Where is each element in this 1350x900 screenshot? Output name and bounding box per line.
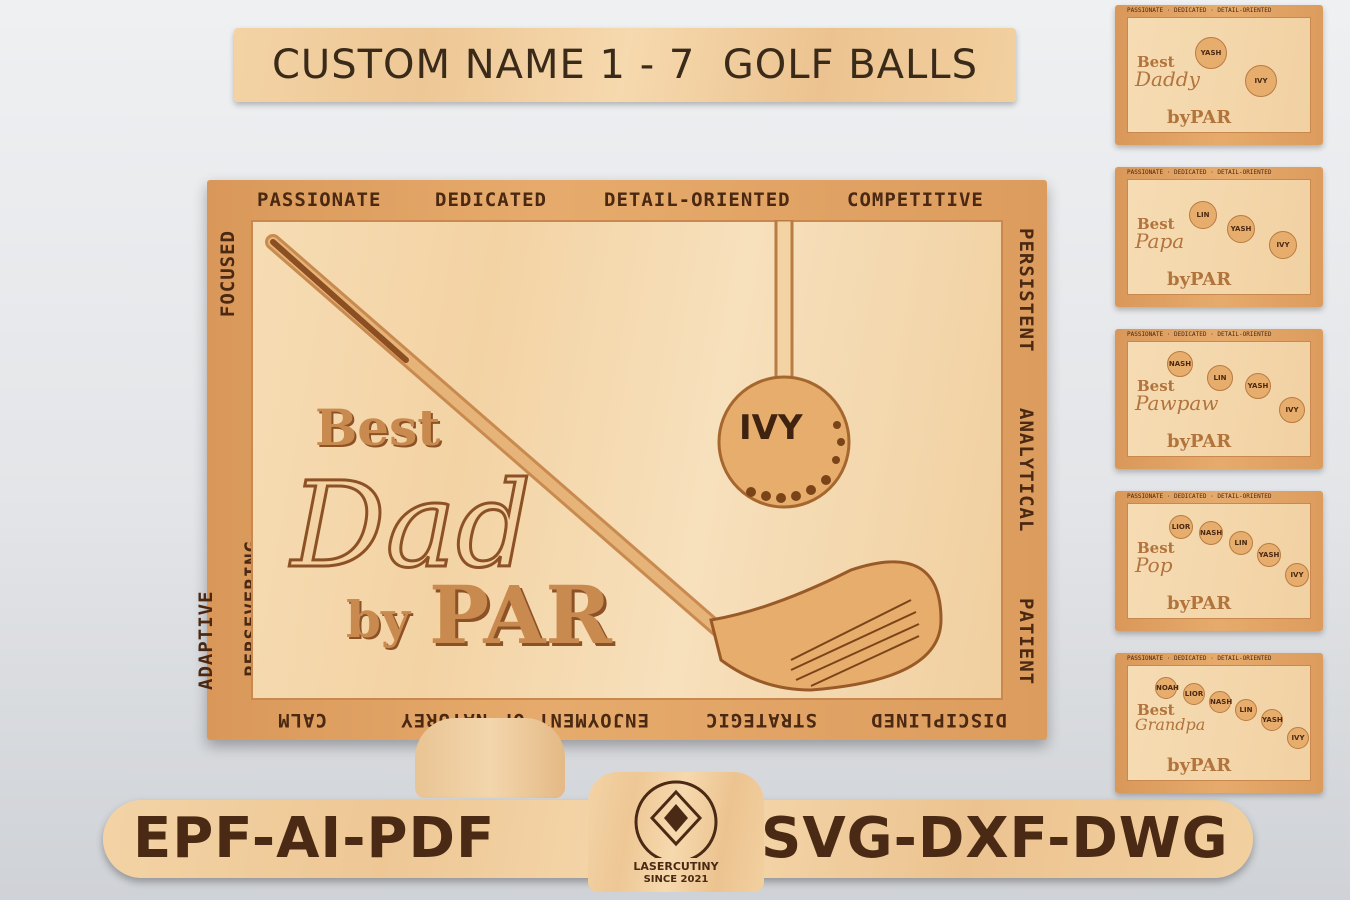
- thumb-best: Best: [1137, 53, 1175, 71]
- diamond-logo-icon: [634, 780, 718, 858]
- thumb-ball: IVY: [1245, 65, 1277, 97]
- bottom-border: DISCIPLINED STRATEGIC ENJOYMENT OF NATUR…: [207, 700, 1047, 740]
- thumb-par: byPAR: [1167, 107, 1232, 128]
- thumb-ball: IVY: [1279, 397, 1305, 423]
- thumb-best: Best: [1137, 215, 1175, 233]
- thumb-ball: NASH: [1167, 351, 1193, 377]
- thumb-name: Pop: [1135, 553, 1173, 577]
- thumbnail-papa[interactable]: PASSIONATE · DEDICATED · DETAIL-ORIENTED…: [1115, 167, 1323, 307]
- thumb-ball: LIOR: [1183, 683, 1205, 705]
- word-analytical: ANALYTICAL: [1015, 408, 1037, 533]
- word-dedicated: DEDICATED: [435, 189, 547, 211]
- ball-name: IVY: [739, 408, 803, 448]
- word-adaptive: ADAPTIVE: [195, 590, 217, 690]
- word-calm: CALM: [277, 709, 327, 731]
- thumbnail-pawpaw[interactable]: PASSIONATE · DEDICATED · DETAIL-ORIENTED…: [1115, 329, 1323, 469]
- word-focused: FOCUSED: [217, 230, 239, 318]
- thumb-par: byPAR: [1167, 431, 1232, 452]
- thumb-best: Best: [1137, 539, 1175, 557]
- by-text: by: [346, 590, 411, 649]
- thumb-top-words: PASSIONATE · DEDICATED · DETAIL-ORIENTED: [1127, 493, 1272, 500]
- thumb-ball: YASH: [1227, 215, 1255, 243]
- thumb-par: byPAR: [1167, 269, 1232, 290]
- banner-title: CUSTOM NAME 1 - 7 GOLF BALLS: [272, 42, 978, 88]
- word-strategic: STRATEGIC: [705, 709, 817, 731]
- word-persistent: PERSISTENT: [1015, 228, 1037, 353]
- thumb-ball: LIN: [1229, 531, 1253, 555]
- thumb-top-words: PASSIONATE · DEDICATED · DETAIL-ORIENTED: [1127, 7, 1272, 14]
- golf-club-icon: [265, 220, 943, 692]
- thumb-name: Papa: [1135, 229, 1185, 253]
- thumb-ball: YASH: [1257, 543, 1281, 567]
- thumb-ball: NASH: [1209, 691, 1232, 713]
- word-detail-oriented: DETAIL-ORIENTED: [604, 189, 791, 211]
- formats-right: SVG-DXF-DWG: [761, 806, 1229, 871]
- thumb-ball: YASH: [1195, 37, 1227, 69]
- thumb-par: byPAR: [1167, 593, 1232, 614]
- thumb-top-words: PASSIONATE · DEDICATED · DETAIL-ORIENTED: [1127, 169, 1272, 176]
- thumb-name: Grandpa: [1135, 715, 1206, 734]
- main-sign: PASSIONATE DEDICATED DETAIL-ORIENTED COM…: [195, 180, 1047, 740]
- title-banner: CUSTOM NAME 1 - 7 GOLF BALLS: [234, 28, 1016, 102]
- thumb-ball: YASH: [1245, 373, 1271, 399]
- thumb-name: Pawpaw: [1135, 391, 1219, 415]
- inner-panel: IVY Best Dad by PAR: [251, 220, 1003, 700]
- thumbnail-grandpa[interactable]: PASSIONATE · DEDICATED · DETAIL-ORIENTED…: [1115, 653, 1323, 793]
- thumb-ball: IVY: [1269, 231, 1297, 259]
- thumb-ball: IVY: [1287, 727, 1309, 749]
- thumb-ball: LIN: [1207, 365, 1233, 391]
- word-disciplined: DISCIPLINED: [870, 709, 1007, 731]
- formats-left: EPF-AI-PDF: [133, 806, 496, 871]
- name-text: Dad: [290, 455, 533, 596]
- thumb-ball: IVY: [1285, 563, 1309, 587]
- thumb-top-words: PASSIONATE · DEDICATED · DETAIL-ORIENTED: [1127, 655, 1272, 662]
- thumb-best: Best: [1137, 377, 1175, 395]
- word-competitive: COMPETITIVE: [847, 189, 984, 211]
- par-text: PAR: [429, 568, 612, 662]
- thumb-ball: NOAH: [1155, 677, 1179, 699]
- logo-brand: LASERCUTINY: [633, 860, 719, 873]
- thumb-ball: LIN: [1235, 699, 1257, 721]
- word-patient: PATIENT: [1015, 598, 1037, 686]
- thumbnail-daddy[interactable]: PASSIONATE · DEDICATED · DETAIL-ORIENTED…: [1115, 5, 1323, 145]
- best-text: Best: [315, 398, 441, 457]
- thumb-best: Best: [1137, 701, 1175, 719]
- thumb-ball: YASH: [1261, 709, 1283, 731]
- logo-badge: LASERCUTINY SINCE 2021: [588, 772, 764, 892]
- sign-stand: [415, 718, 565, 798]
- thumb-top-words: PASSIONATE · DEDICATED · DETAIL-ORIENTED: [1127, 331, 1272, 338]
- thumb-ball: LIN: [1189, 201, 1217, 229]
- thumb-ball: LIOR: [1169, 515, 1193, 539]
- thumb-name: Daddy: [1135, 67, 1200, 91]
- word-passionate: PASSIONATE: [257, 189, 382, 211]
- thumb-ball: NASH: [1199, 521, 1223, 545]
- thumbnail-pop[interactable]: PASSIONATE · DEDICATED · DETAIL-ORIENTED…: [1115, 491, 1323, 631]
- logo-since: SINCE 2021: [643, 874, 709, 885]
- thumb-par: byPAR: [1167, 755, 1232, 776]
